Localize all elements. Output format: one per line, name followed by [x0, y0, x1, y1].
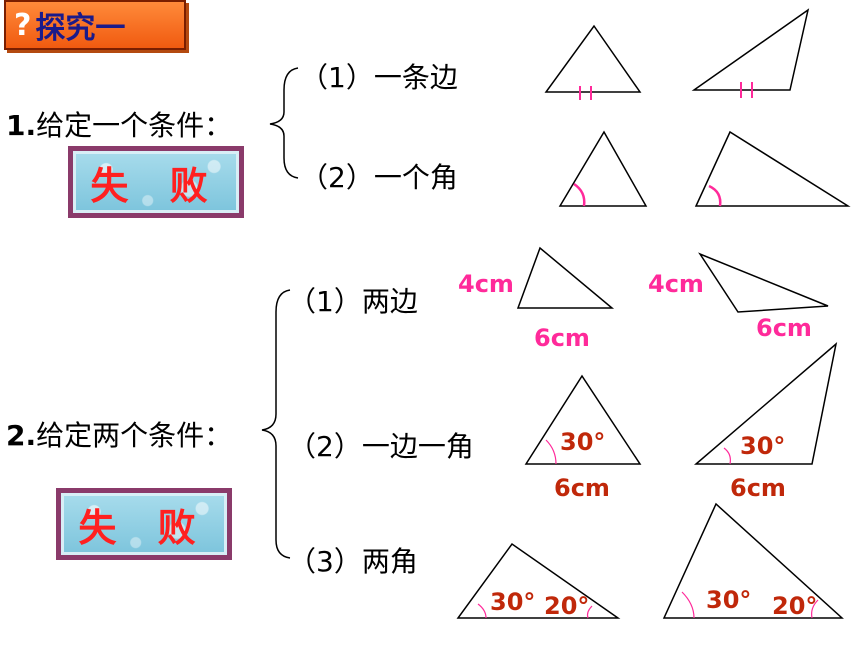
angle-arc-d [723, 447, 731, 465]
length-label-6cm-b: 6cm [756, 314, 812, 342]
angle-arc-a [573, 182, 586, 207]
section2-option-3: （3）两角 [288, 545, 418, 578]
triangle-two-angles-a [456, 542, 621, 619]
angle-arc-h [811, 599, 819, 619]
brace-2 [261, 289, 291, 559]
triangle-one-side-a [544, 24, 642, 93]
length-label-6cm-d: 6cm [730, 474, 786, 502]
triangle-two-sides-a [516, 246, 615, 309]
angle-arc-e [477, 603, 487, 619]
triangle-one-angle-a [558, 130, 648, 207]
section2-heading: 2.给定两个条件： [6, 419, 233, 452]
triangle-side-angle-b [693, 342, 838, 465]
tick-mark-a [579, 86, 592, 100]
section-title: 探究一 [35, 11, 126, 46]
angle-label-30-c: 30° [490, 588, 535, 616]
brace-1 [269, 67, 299, 179]
angle-label-30-b: 30° [740, 432, 785, 460]
fail-result-2: 失 败 [56, 488, 232, 560]
angle-arc-g [681, 591, 695, 619]
triangle-one-angle-b [694, 130, 851, 207]
triangle-side-angle-a [524, 374, 642, 465]
angle-arc-c [545, 439, 557, 465]
triangle-two-angles-b [662, 502, 844, 619]
triangle-two-sides-b [698, 252, 829, 313]
length-label-4cm-a: 4cm [458, 270, 514, 298]
section1-option-2: （2）一个角 [300, 161, 458, 194]
angle-arc-f [586, 605, 593, 619]
section2-option-1: （1）两边 [288, 285, 418, 318]
angle-arc-b [708, 184, 722, 207]
section2-option-2: （2）一边一角 [288, 430, 474, 463]
triangle-one-side-b [691, 8, 810, 91]
tick-mark-b [740, 82, 753, 98]
length-label-6cm-a: 6cm [534, 324, 590, 352]
section1-heading: 1.给定一个条件： [6, 109, 233, 142]
angle-label-20-a: 20° [544, 592, 589, 620]
length-label-6cm-c: 6cm [554, 474, 610, 502]
angle-label-30-a: 30° [560, 428, 605, 456]
fail-result-1: 失 败 [68, 146, 244, 218]
question-mark-icon: ? [14, 7, 32, 43]
length-label-4cm-b: 4cm [648, 270, 704, 298]
angle-label-30-d: 30° [706, 586, 751, 614]
angle-label-20-b: 20° [772, 592, 817, 620]
section-title-badge: ? 探究一 [4, 0, 186, 50]
section1-option-1: （1）一条边 [300, 61, 458, 94]
